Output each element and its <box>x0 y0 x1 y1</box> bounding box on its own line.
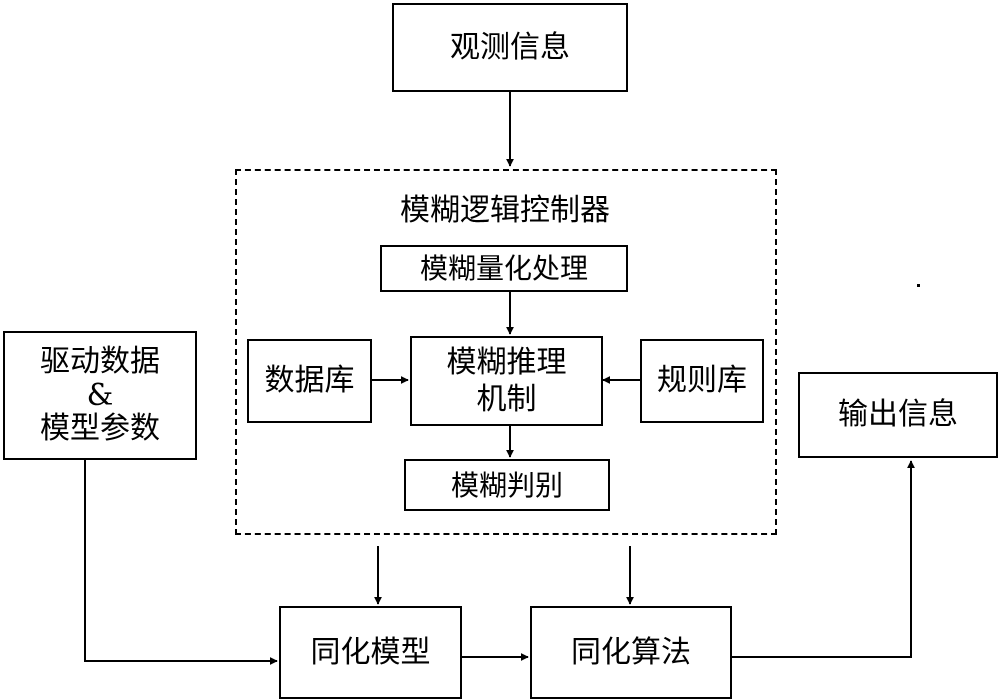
judgment-label: 模糊判别 <box>450 468 563 502</box>
driving-data-box: 驱动数据 & 模型参数 <box>3 331 197 460</box>
database-box: 数据库 <box>247 339 372 423</box>
observation-label: 观测信息 <box>450 29 570 65</box>
assimilation-algorithm-label: 同化算法 <box>571 634 691 670</box>
assimilation-model-box: 同化模型 <box>279 606 462 699</box>
stray-dot <box>917 284 920 287</box>
observation-box: 观测信息 <box>392 3 628 92</box>
output-label: 输出信息 <box>838 397 958 433</box>
quantization-box: 模糊量化处理 <box>380 245 628 292</box>
assimilation-model-label: 同化模型 <box>310 634 431 670</box>
inference-label: 模糊推理 机制 <box>446 344 567 418</box>
driving-data-label: 驱动数据 & 模型参数 <box>40 344 160 447</box>
judgment-box: 模糊判别 <box>404 459 610 511</box>
arrow-driving-to-model <box>84 460 278 665</box>
assimilation-algorithm-box: 同化算法 <box>530 606 732 699</box>
quantization-label: 模糊量化处理 <box>419 252 588 285</box>
output-box: 输出信息 <box>798 372 998 458</box>
fuzzy-controller-container <box>235 169 777 535</box>
arrow-algorithm-to-output <box>732 460 915 658</box>
inference-box: 模糊推理 机制 <box>410 336 603 426</box>
rulebase-label: 规则库 <box>657 363 747 399</box>
rulebase-box: 规则库 <box>640 339 764 423</box>
database-label: 数据库 <box>264 363 355 399</box>
controller-title: 模糊逻辑控制器 <box>400 193 610 228</box>
